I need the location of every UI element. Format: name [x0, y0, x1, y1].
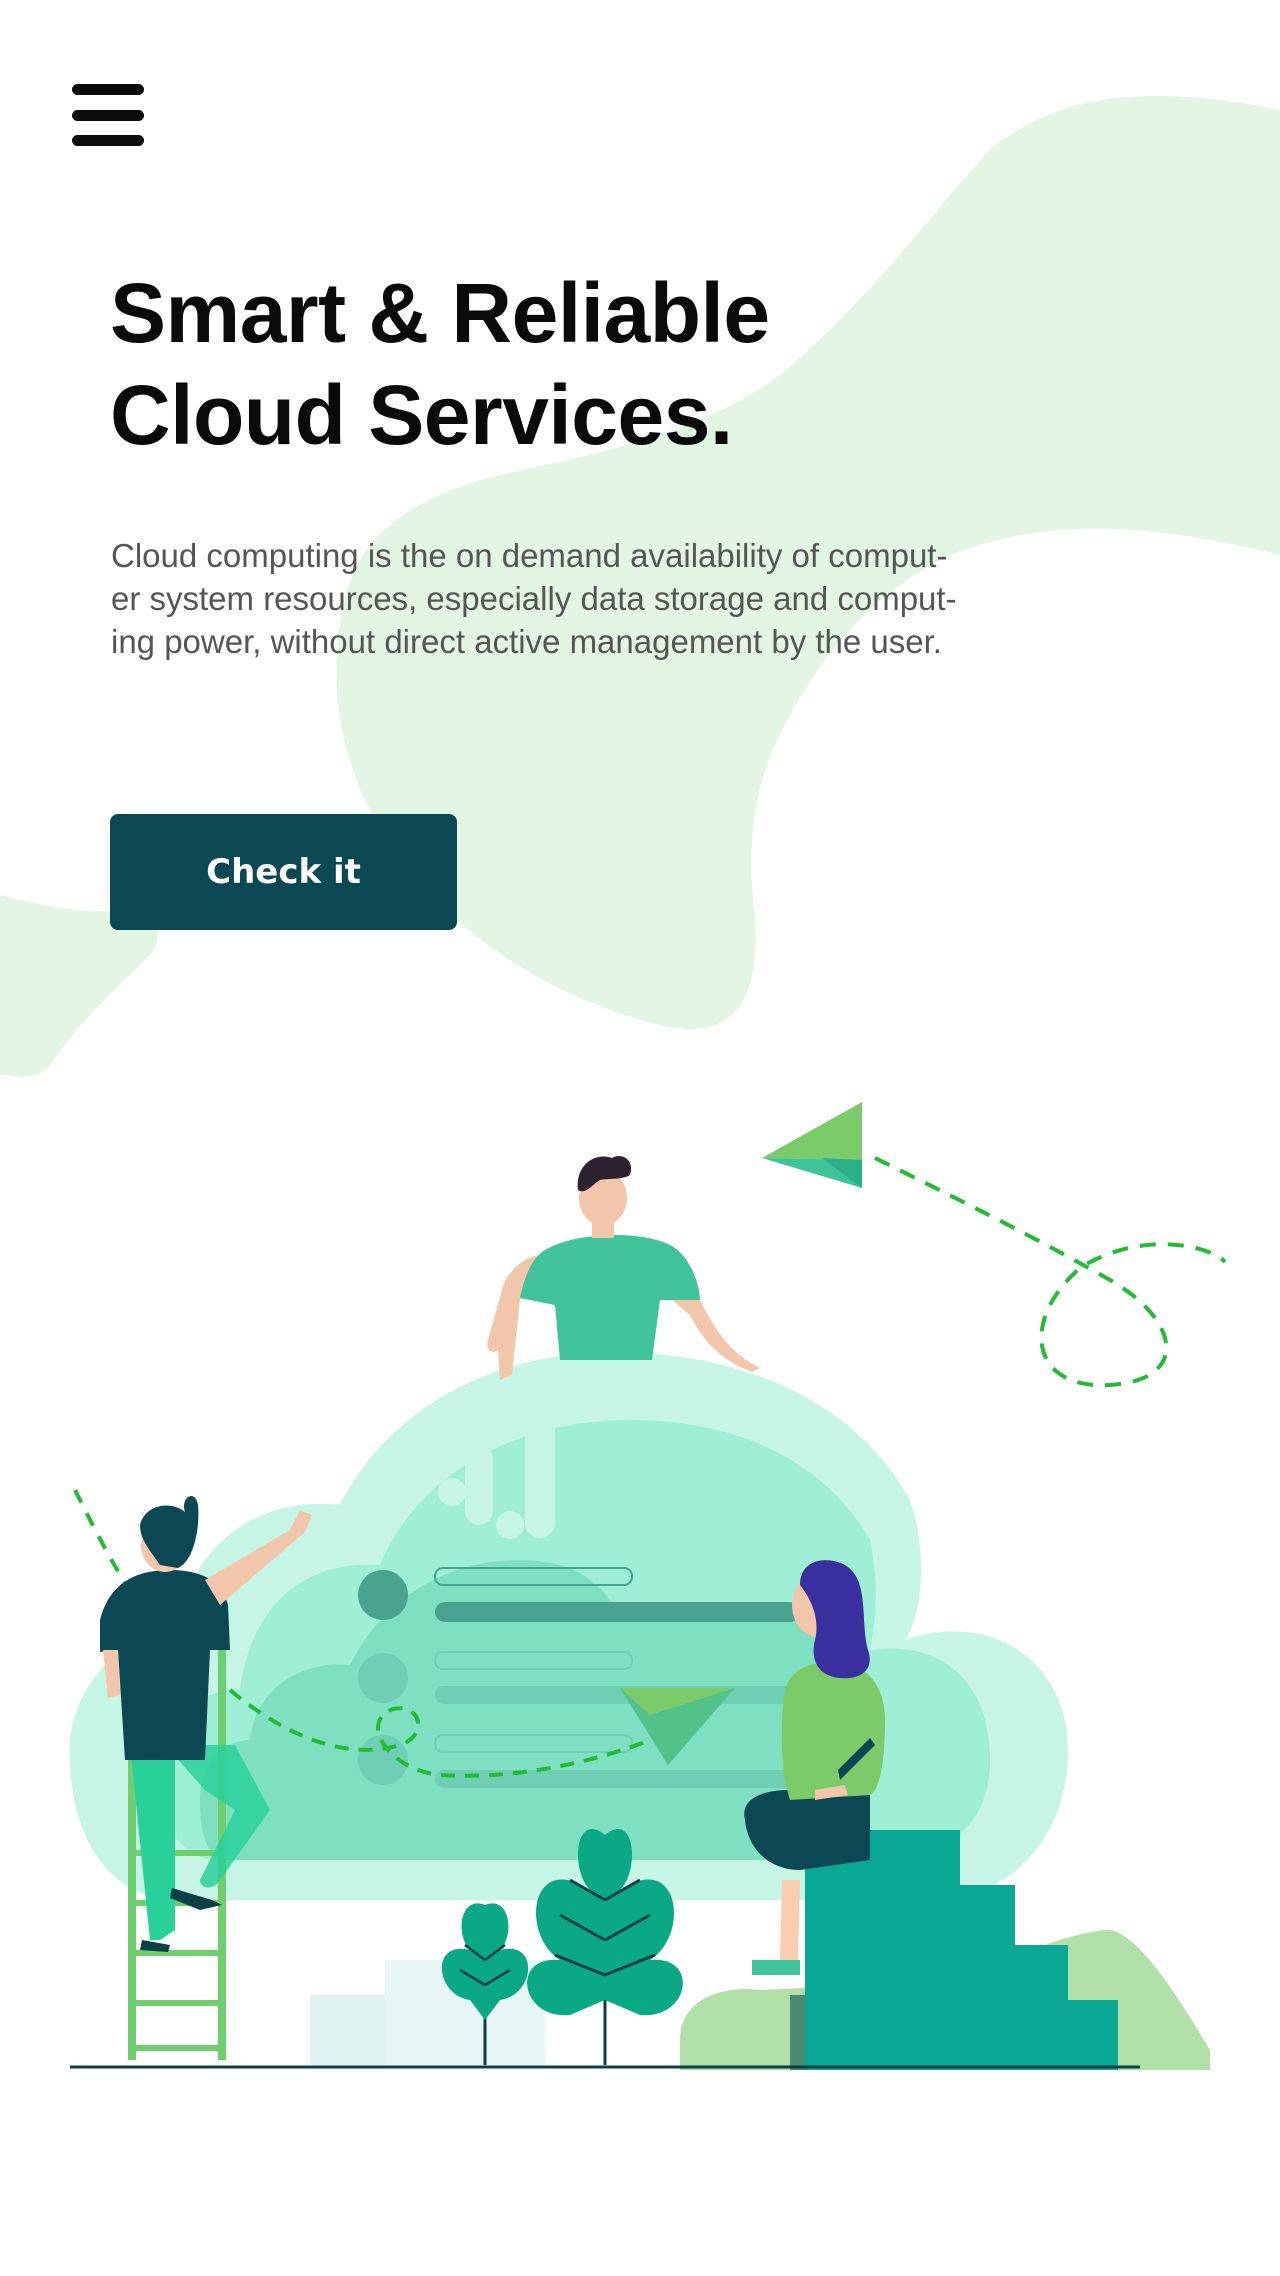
- plane-flight-path: [874, 1156, 1227, 1388]
- man-top-figure: [487, 1155, 760, 1380]
- hero-description-line: ing power, without direct active managem…: [111, 623, 942, 660]
- paper-plane-small: [620, 1688, 735, 1765]
- hero-title: Smart & Reliable Cloud Services.: [110, 262, 770, 466]
- foreground-plants: [70, 1829, 1140, 2069]
- stairs: [680, 1830, 1210, 2070]
- check-it-button[interactable]: Check it: [110, 814, 457, 930]
- hero-title-line: Smart & Reliable: [110, 266, 770, 360]
- menu-bar: [72, 135, 144, 146]
- paper-plane-icon: [762, 1102, 862, 1188]
- hero-description: Cloud computing is the on demand availab…: [111, 534, 1071, 663]
- dashed-loop: [228, 1688, 651, 1778]
- hero-title-line: Cloud Services.: [110, 368, 733, 462]
- hamburger-menu-icon[interactable]: [72, 84, 144, 146]
- man-ladder-figure: [100, 1496, 312, 1952]
- cloud-team-illustration: [69, 1102, 1227, 2070]
- menu-bar: [72, 84, 144, 95]
- menu-bar: [72, 109, 144, 121]
- hero-description-line: er system resources, especially data sto…: [111, 580, 957, 617]
- background-blob: [0, 95, 1280, 1077]
- hero-description-line: Cloud computing is the on demand availab…: [111, 537, 948, 574]
- woman-figure: [744, 1560, 885, 1975]
